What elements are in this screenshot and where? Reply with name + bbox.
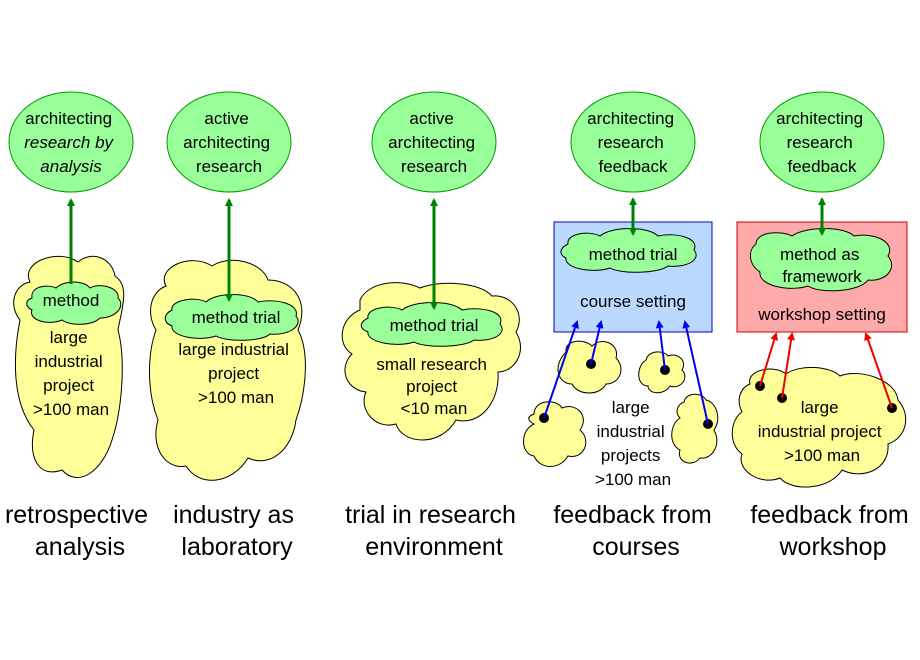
svg-text:architecting research: architecting research feedback [776,109,868,176]
goal-line: research [196,157,262,176]
svg-text:feedback from workshop: feedback from workshop [750,501,915,561]
project-line: small research [376,355,487,374]
method-line: method as [780,245,859,264]
goal-line: architecting [776,109,863,128]
project-line: <10 man [401,399,468,418]
panel-industry-as-laboratory: active architecting research method tria… [149,91,306,561]
panel-feedback-from-courses: architecting research feedback method tr… [523,91,719,561]
caption-line: courses [592,533,680,561]
goal-line: architecting [388,133,475,152]
goal-line: architecting [587,109,674,128]
project-line: large [801,398,839,417]
svg-text:industry as laboratory: industry as laboratory [173,501,301,561]
setting-label: workshop setting [757,305,886,324]
red-arrow [781,332,796,399]
project-line: >100 man [595,470,671,489]
blue-arrow [590,320,604,365]
project-line: project [43,376,94,395]
goal-ellipse [570,91,696,193]
red-arrow [864,332,893,409]
project-line: industrial [597,422,665,441]
panel-retrospective-analysis: architecting research by analysis method… [5,91,155,561]
svg-text:method as framework: method as framework [780,245,864,286]
blue-arrow [682,320,709,425]
goal-line: research [401,157,467,176]
svg-text:architecting research: architecting research feedback [587,109,679,176]
blue-arrow [655,320,666,371]
goal-line: architecting [183,133,270,152]
project-cloud [731,367,907,488]
svg-text:small research project: small research project <10 man [376,355,491,418]
svg-text:trial in research enviro: trial in research environment [345,501,523,561]
goal-line: architecting [25,109,112,128]
project-line: >100 man [784,446,860,465]
project-line: large industrial [178,340,289,359]
svg-text:active architecting: active architecting research [388,109,480,176]
goal-line: feedback [599,157,668,176]
project-line: project [208,364,259,383]
goal-line: research by [24,133,114,152]
method-cloud [750,228,893,292]
goal-line: feedback [788,157,857,176]
goal-line: active [204,109,248,128]
project-line: industrial project [758,422,882,441]
project-line: projects [601,446,661,465]
caption-line: workshop [779,533,887,561]
svg-text:feedback from courses: feedback from courses [553,501,718,561]
goal-ellipse [166,91,292,193]
caption-line: industry as [173,501,294,529]
caption-line: trial in research [345,501,516,529]
svg-text:large industrial project: large industrial project >100 man [178,340,293,407]
method-label: method [43,291,100,310]
svg-text:retrospective analysis: retrospective analysis [5,501,155,561]
caption-line: retrospective [5,501,148,529]
panel-trial-in-research-environment: active architecting research method tria… [341,91,523,561]
caption-line: feedback from [750,501,908,529]
red-arrow [759,332,779,387]
method-label: method trial [589,245,678,264]
goal-line: analysis [40,157,102,176]
caption-line: analysis [35,533,125,561]
goal-ellipse [371,91,497,193]
method-line: framework [782,267,862,286]
project-line: >100 man [33,400,109,419]
svg-text:large industrial p: large industrial projects >100 man [595,398,671,489]
small-project-cloud [523,401,587,467]
blue-arrow [543,320,579,419]
method-cloud [560,228,697,273]
project-line: project [406,377,457,396]
setting-label: course setting [580,292,686,311]
caption-line: environment [365,533,503,561]
goal-line: active [409,109,453,128]
method-label: method trial [192,308,281,327]
svg-text:large industrial p: large industrial project >100 man [33,328,109,419]
small-project-cloud [671,393,719,464]
project-line: large [612,398,650,417]
method-label: method trial [390,316,479,335]
caption-line: laboratory [181,533,293,561]
goal-ellipse [759,91,885,193]
method-cloud [26,281,122,325]
project-line: industrial [35,352,103,371]
goal-line: research [787,133,853,152]
project-line: >100 man [198,388,274,407]
method-cloud [164,294,299,341]
project-line: large [50,328,88,347]
method-cloud [360,302,503,347]
svg-text:active architecting: active architecting research [183,109,275,176]
goal-line: research [598,133,664,152]
panel-feedback-from-workshop: architecting research feedback method as… [731,91,915,561]
caption-line: feedback from [553,501,711,529]
goal-ellipse [8,91,134,193]
svg-text:large industrial project: large industrial project >100 man [758,398,887,465]
svg-text:architecting research by: architecting research by analysis [24,109,118,176]
